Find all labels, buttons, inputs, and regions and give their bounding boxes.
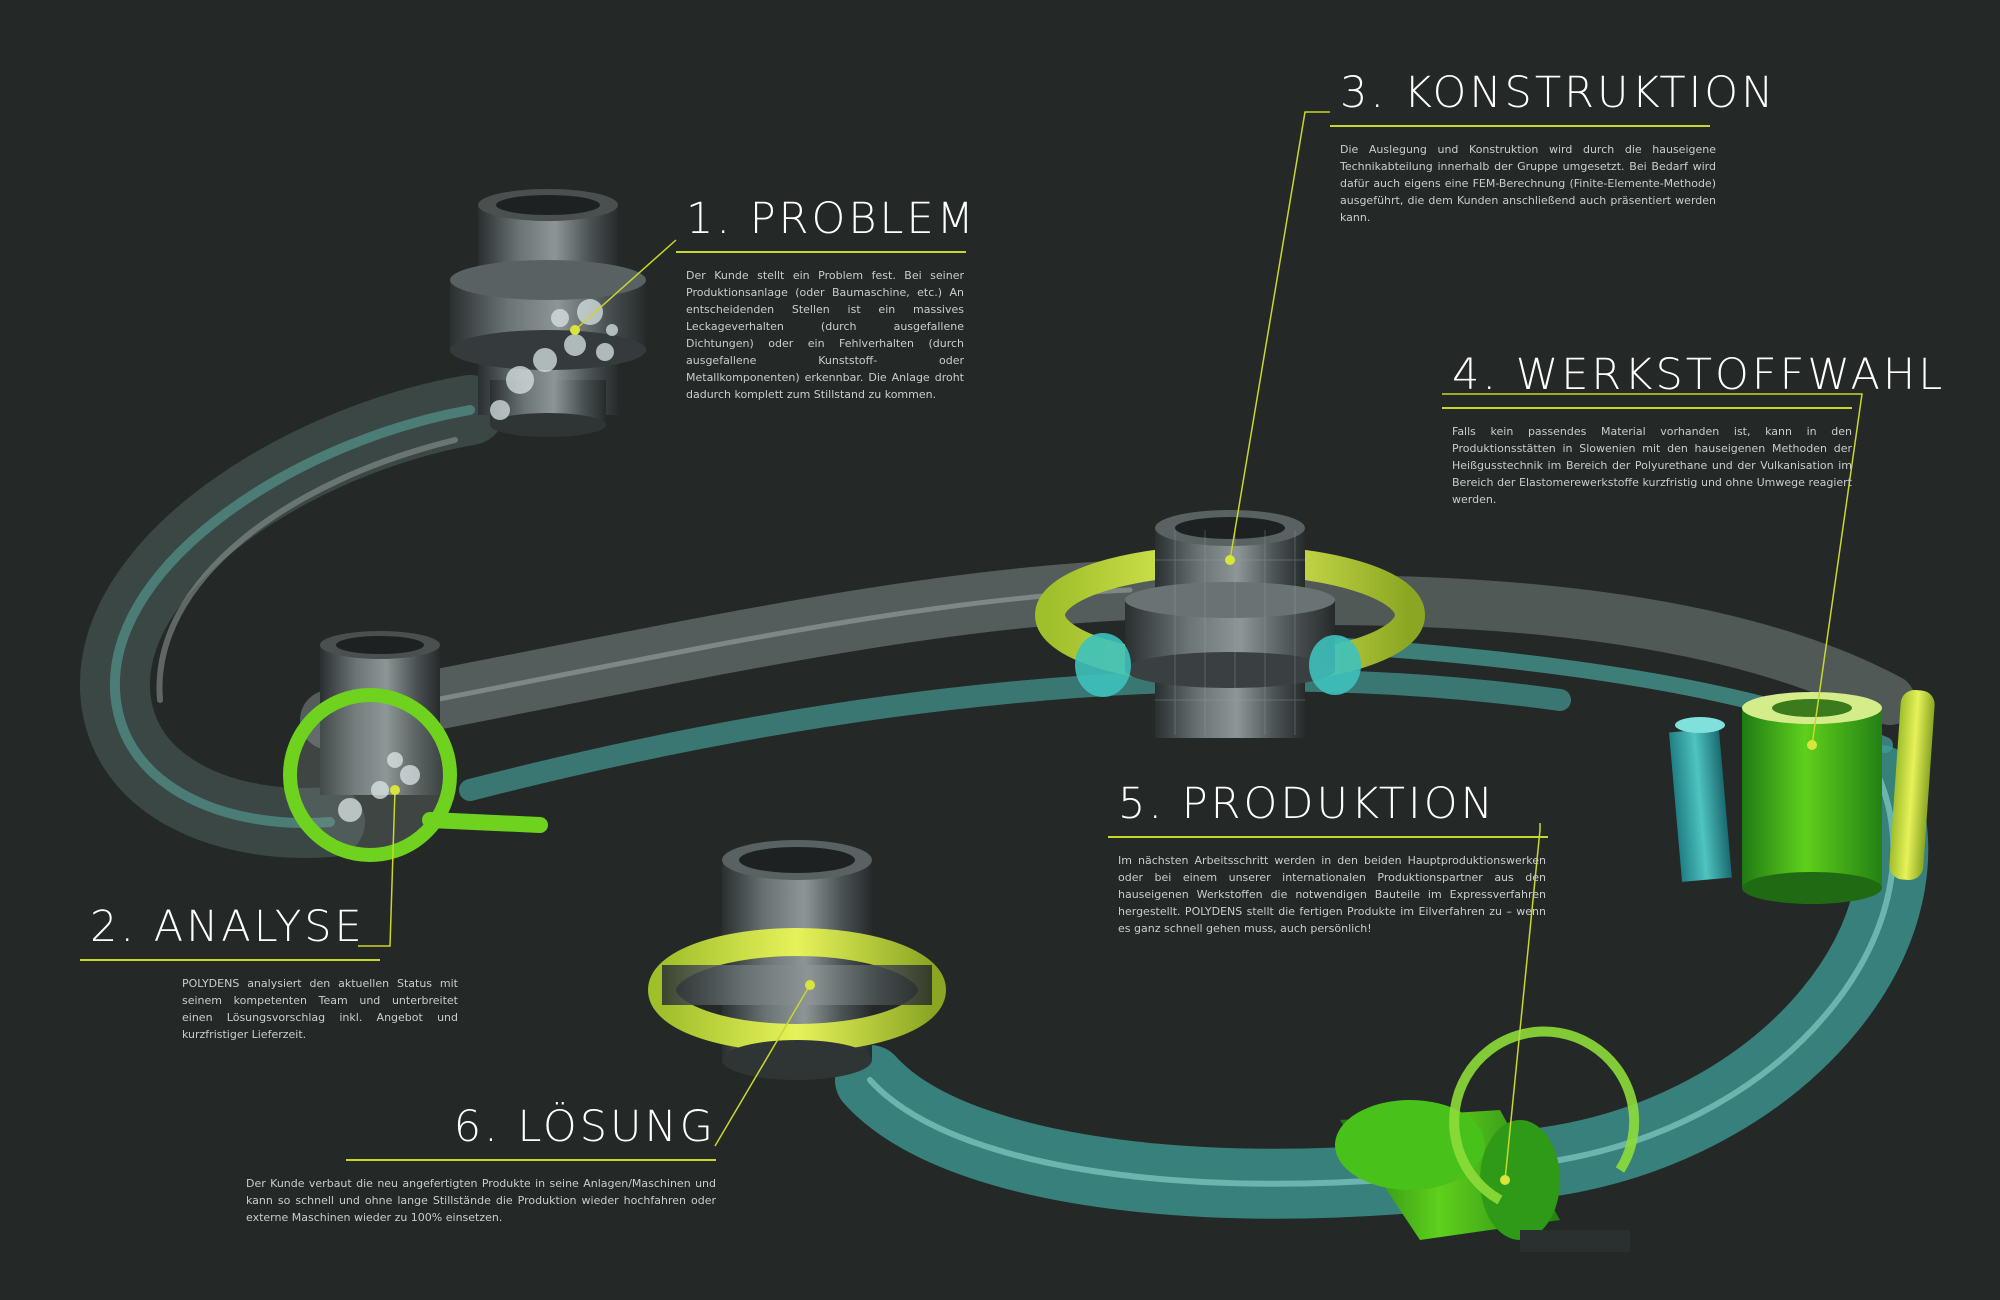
step-loesung: 6. LÖSUNG Der Kunde verbaut die neu ange… xyxy=(246,1106,716,1226)
step-description: Der Kunde verbaut die neu angefertigten … xyxy=(246,1177,716,1224)
title-rule xyxy=(1108,836,1548,838)
step-title: 6. LÖSUNG xyxy=(453,1102,716,1152)
step-analyse: 2. ANALYSE POLYDENS analysiert den aktue… xyxy=(80,902,458,1043)
leader-dots xyxy=(390,325,1817,1185)
production-part xyxy=(1335,1026,1640,1252)
step-description: Im nächsten Arbeitsschritt werden in den… xyxy=(1118,854,1546,935)
title-rule xyxy=(80,959,380,961)
step-title: 4. WERKSTOFFWAHL xyxy=(1452,350,1946,400)
title-rule xyxy=(1330,125,1710,127)
material-part xyxy=(1668,689,1935,904)
step-title: 1. PROBLEM xyxy=(686,194,977,244)
step-title: 2. ANALYSE xyxy=(90,902,365,952)
step-problem: 1. PROBLEM Der Kunde stellt ein Problem … xyxy=(676,194,977,403)
title-rule xyxy=(1442,407,1852,409)
problem-part xyxy=(450,189,646,437)
step-title: 3. KONSTRUKTION xyxy=(1340,68,1777,118)
title-rule xyxy=(676,251,966,253)
leader-lines xyxy=(358,111,1863,1181)
step-description: Die Auslegung und Konstruktion wird durc… xyxy=(1340,143,1716,224)
step-description: Der Kunde stellt ein Problem fest. Bei s… xyxy=(686,269,964,401)
analysis-part xyxy=(283,631,548,862)
solution-part xyxy=(648,840,946,1080)
step-title: 5. PRODUKTION xyxy=(1118,779,1496,829)
step-konstruktion: 3. KONSTRUKTION Die Auslegung und Konstr… xyxy=(1330,68,1777,226)
title-rule xyxy=(346,1159,716,1161)
step-produktion: 5. PRODUKTION Im nächsten Arbeitsschritt… xyxy=(1108,779,1548,937)
step-description: POLYDENS analysiert den aktuellen Status… xyxy=(182,977,458,1041)
step-werkstoffwahl: 4. WERKSTOFFWAHL Falls kein passendes Ma… xyxy=(1442,350,1946,508)
step-description: Falls kein passendes Material vorhanden … xyxy=(1452,425,1852,506)
